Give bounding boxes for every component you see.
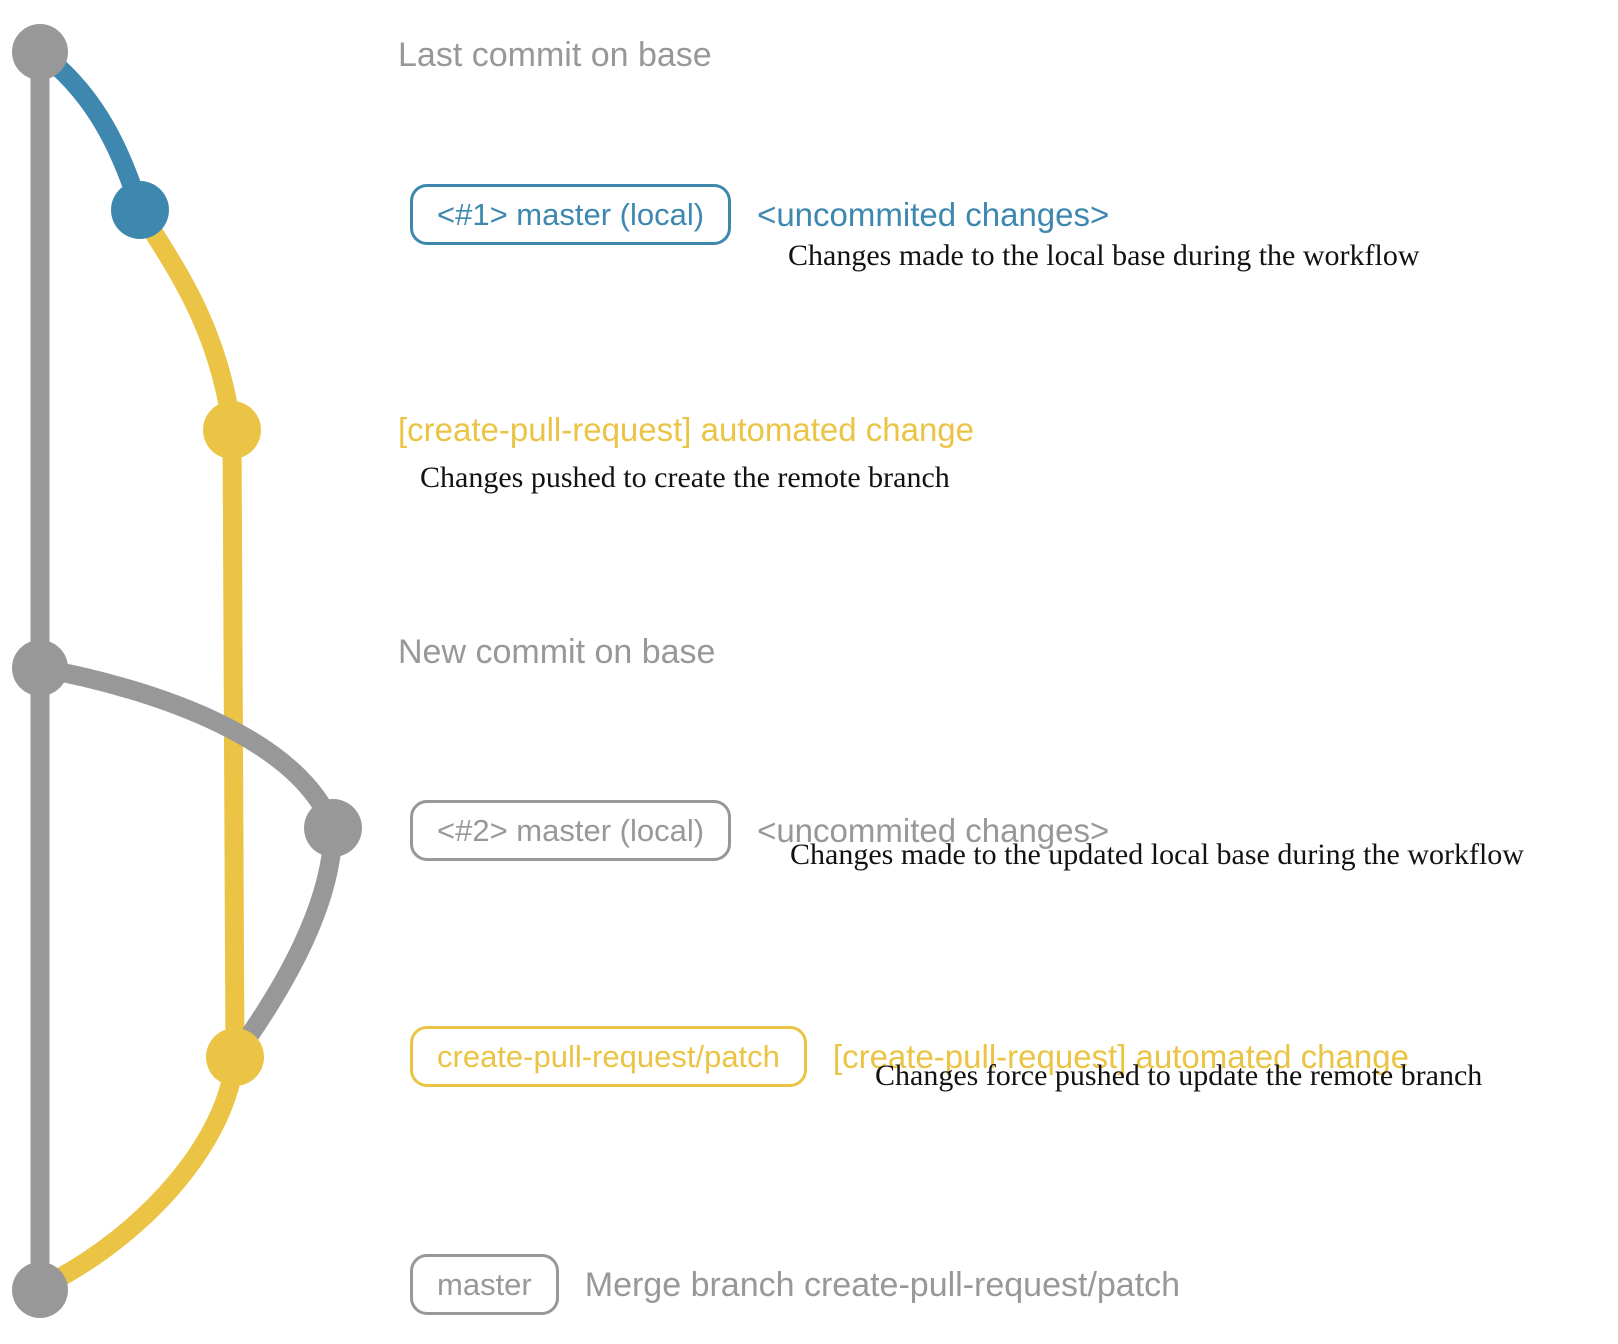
- commit-row-local-2: <#2> master (local) <uncommited changes>: [410, 800, 1109, 861]
- commit-row-last-base: Last commit on base: [398, 35, 712, 75]
- branch-ref-badge: create-pull-request/patch: [410, 1026, 807, 1087]
- commit-message: [create-pull-request] automated change: [398, 411, 975, 448]
- commit-message: Last commit on base: [398, 36, 712, 74]
- merge-curve: [38, 1047, 245, 1294]
- commit-message: Merge branch create-pull-request/patch: [584, 1265, 1181, 1304]
- commit-message: New commit on base: [398, 633, 716, 671]
- commit-row-automated-1: [create-pull-request] automated change: [398, 410, 974, 450]
- commit-note: Changes made to the updated local base d…: [790, 838, 1524, 871]
- commit-message: [create-pull-request] automated change: [832, 1037, 1409, 1075]
- branch-ref-badge: <#2> master (local): [410, 800, 732, 861]
- commit-note: Changes force pushed to update the remot…: [875, 1059, 1483, 1092]
- branch-ref-badge: master: [410, 1254, 559, 1315]
- patch-branch-curve-1: [130, 200, 242, 440]
- commit-dot-last-base: [12, 24, 68, 80]
- local-branch-curve-2: [30, 658, 343, 838]
- commit-dot-patch-2: [206, 1028, 264, 1086]
- branch-ref-badge: <#1> master (local): [410, 184, 732, 245]
- commit-message: <uncommited changes>: [757, 195, 1110, 233]
- commit-row-merge: master Merge branch create-pull-request/…: [410, 1254, 1180, 1315]
- commit-note: Changes made to the local base during th…: [788, 239, 1420, 272]
- force-push-curve: [228, 818, 343, 1062]
- commit-dot-patch-1: [203, 401, 261, 459]
- commit-dot-merge: [12, 1262, 68, 1318]
- patch-branch-line: [222, 420, 245, 1067]
- commit-dot-new-base: [12, 640, 68, 696]
- commit-row-local-1: <#1> master (local) <uncommited changes>: [410, 184, 1109, 245]
- commit-dot-local-2: [304, 799, 362, 857]
- commit-row-automated-2: create-pull-request/patch [create-pull-r…: [410, 1026, 1409, 1087]
- commit-dot-local-1: [111, 181, 169, 239]
- commit-row-new-base: New commit on base: [398, 632, 715, 672]
- commit-note: Changes pushed to create the remote bran…: [420, 461, 950, 494]
- commit-message: <uncommited changes>: [757, 811, 1110, 849]
